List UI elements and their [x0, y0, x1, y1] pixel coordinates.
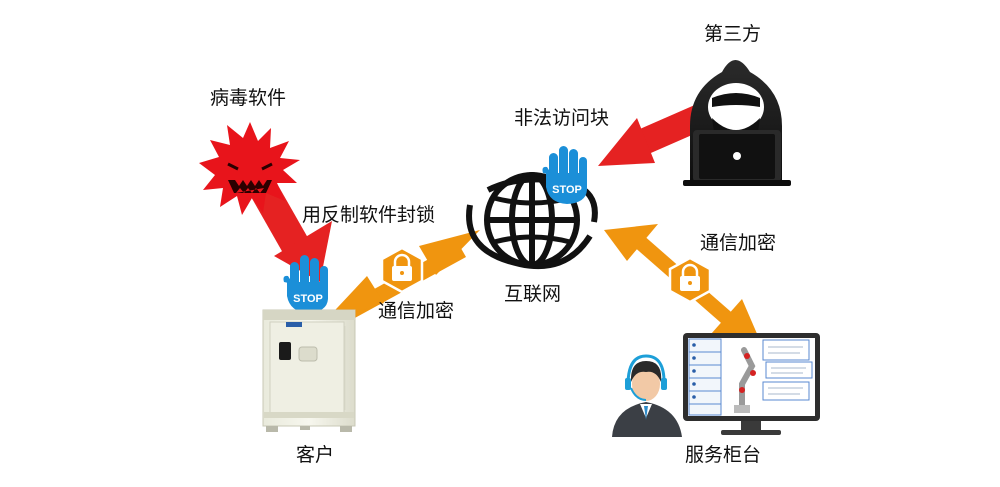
operator-icon: [612, 354, 682, 437]
label-third-party: 第三方: [704, 23, 762, 45]
stop-text-top: STOP: [552, 184, 582, 196]
hacker-threat-arrow: [598, 104, 708, 166]
globe-icon: [466, 172, 598, 270]
stop-text-bottom: STOP: [293, 293, 323, 305]
stop-hand-icon: [283, 255, 328, 313]
controller-cabinet-icon: [262, 309, 356, 432]
virus-icon: [199, 122, 300, 215]
lock-icon: [392, 253, 412, 281]
label-internet: 互联网: [504, 283, 562, 305]
label-service-desk: 服务柜台: [685, 444, 762, 466]
label-illegal-access-block: 非法访问块: [514, 107, 610, 129]
label-customer: 客户: [296, 444, 335, 466]
label-encrypted-left: 通信加密: [378, 300, 455, 322]
lock-icon: [680, 263, 700, 291]
monitor-icon: [683, 333, 820, 435]
stop-hand-icon: [542, 146, 587, 204]
lock-badge-right: [668, 256, 712, 304]
label-antivirus-block: 用反制软件封锁: [302, 204, 436, 226]
label-encrypted-right: 通信加密: [700, 232, 777, 254]
label-virus: 病毒软件: [210, 87, 287, 109]
lock-badge-left: [380, 246, 424, 294]
hacker-icon: [683, 60, 791, 186]
